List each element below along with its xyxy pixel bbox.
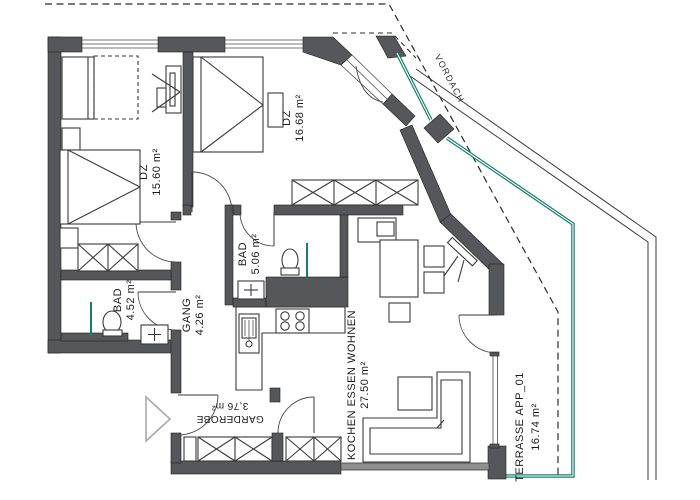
nightstand-icon — [61, 127, 81, 151]
sink-icon — [140, 324, 169, 345]
nightstand-icon — [59, 227, 79, 249]
room-label-terrasse-area: 16.74 m² — [530, 403, 542, 450]
room-label-terrasse-name: TERRASSE APP_01 — [514, 372, 526, 482]
room-label-garderobe-name: GARDEROBE — [196, 413, 264, 424]
wardrobe-icon — [77, 243, 139, 272]
door-bad1 — [137, 291, 177, 331]
sideboard-icon — [357, 217, 397, 243]
room-label-bad1-name: BAD — [112, 288, 124, 312]
window-top-middle — [225, 39, 303, 49]
canopy-label: VORDACH — [433, 53, 467, 105]
door-garderobe-living — [277, 396, 315, 434]
room-label-gang-area: 4.26 m² — [194, 295, 206, 336]
coffee-table-icon — [397, 376, 433, 411]
walls — [47, 36, 507, 480]
doors — [135, 171, 498, 436]
kitchen-counter — [235, 306, 346, 391]
entrance-arrow-icon — [145, 395, 172, 443]
room-label-wohnen-name: KOCHEN ESSEN WOHNEN — [346, 310, 358, 460]
room-label-bad1-area: 4.52 m² — [125, 280, 137, 321]
room-label-dz1-name: DZ — [138, 164, 150, 180]
bed-icon — [192, 56, 264, 153]
canopy-post — [375, 35, 407, 59]
toilet-icon — [280, 248, 300, 276]
canopy-dashed-line — [45, 3, 559, 477]
tv-icon — [151, 65, 182, 114]
door-bad2 — [239, 211, 275, 247]
room-label-dz1-area: 15.60 m² — [151, 148, 163, 195]
window-living-south — [340, 462, 490, 471]
chair-icon — [388, 302, 411, 323]
window-living-east — [489, 351, 500, 449]
window-diagonal — [340, 54, 393, 105]
door-dz1 — [135, 221, 177, 263]
nightstand-icon — [267, 92, 284, 128]
room-label-bad2-name: BAD — [237, 242, 249, 266]
sink-icon — [237, 280, 265, 300]
door-terrace — [458, 314, 498, 354]
wardrobe-icon — [183, 436, 342, 462]
door-dz2 — [191, 171, 233, 213]
chair-icon — [423, 245, 445, 268]
window-top-left — [82, 39, 158, 49]
dining-table-icon — [379, 239, 445, 323]
toilet-icon — [102, 310, 123, 337]
tv-icon — [443, 236, 478, 283]
bed-icon — [61, 55, 139, 120]
site-boundary-line — [409, 68, 657, 480]
room-label-dz2-name: DZ — [281, 110, 293, 126]
sofa-icon — [362, 371, 471, 463]
labels: DZ 15.60 m² DZ 16.68 m² BAD 4.52 m² BAD … — [112, 94, 542, 482]
chair-icon — [423, 271, 445, 294]
wardrobe-icon — [291, 179, 419, 206]
stove-icon — [275, 308, 310, 334]
terrace-edge — [395, 52, 575, 478]
pillar — [423, 113, 455, 144]
room-label-gang-name: GANG — [181, 298, 193, 332]
door-entrance — [177, 394, 219, 436]
bed-icon — [59, 149, 141, 225]
furniture — [59, 55, 478, 463]
room-label-dz2-area: 16.68 m² — [294, 94, 306, 141]
room-label-bad2-area: 5.06 m² — [250, 234, 262, 275]
windows — [82, 39, 500, 471]
room-label-wohnen-area: 27.50 m² — [359, 361, 371, 408]
kitchen-sink-icon — [238, 313, 260, 354]
room-label-garderobe-area: 3,76 m² — [211, 400, 248, 411]
